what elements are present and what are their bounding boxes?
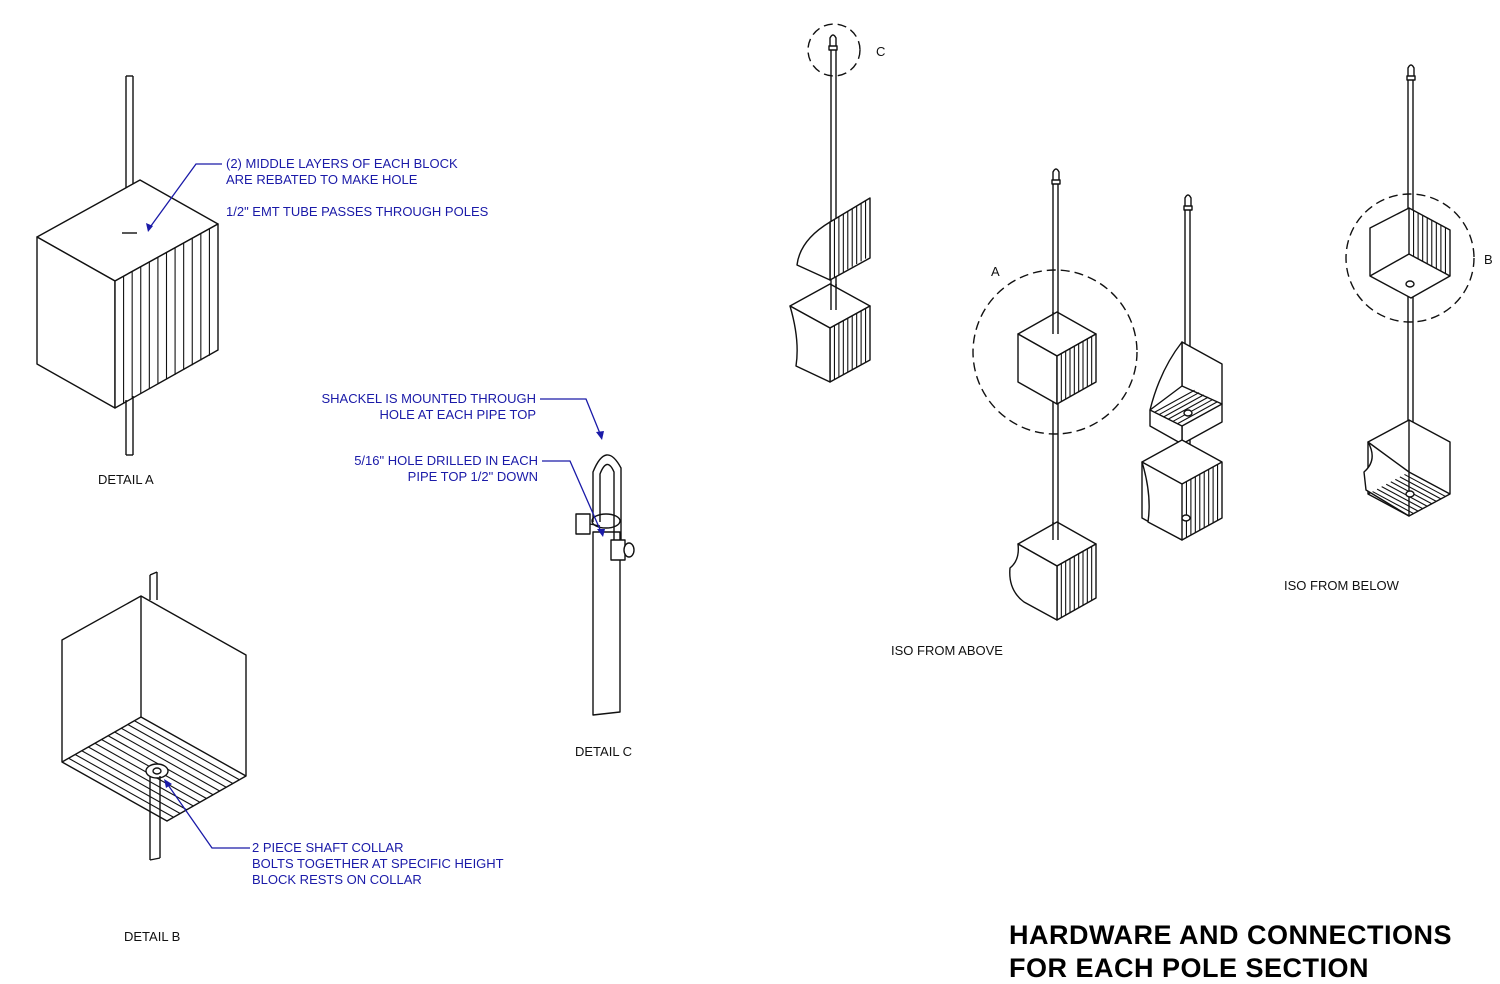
note-a-line1: (2) MIDDLE LAYERS OF EACH BLOCK [226,156,458,171]
note-c-line2: HOLE AT EACH PIPE TOP [379,407,536,422]
iso-from-below-label: ISO FROM BELOW [1284,578,1399,593]
detail-a-leader [146,163,222,232]
detail-c-label: DETAIL C [575,744,633,759]
detail-b-leader [164,779,250,849]
detail-a-label: DETAIL A [98,472,154,487]
title-line2: FOR EACH POLE SECTION [1009,953,1370,983]
note-b-line3: BLOCK RESTS ON COLLAR [252,872,422,887]
callout-b: B [1484,252,1493,267]
detail-c-leaders [540,398,605,537]
note-b-line1: 2 PIECE SHAFT COLLAR [252,840,404,855]
detail-b-label: DETAIL B [124,929,181,944]
callout-c: C [876,44,886,59]
detail-c-pipe [575,454,635,716]
note-b-line2: BOLTS TOGETHER AT SPECIFIC HEIGHT [252,856,504,871]
note-c-line3: 5/16" HOLE DRILLED IN EACH [354,453,538,468]
note-a-line3: 1/2" EMT TUBE PASSES THROUGH POLES [226,204,489,219]
iso-pole-3 [1141,194,1223,541]
iso-pole-2 [972,168,1138,621]
title-line1: HARDWARE AND CONNECTIONS [1009,920,1452,950]
note-c-line1: SHACKEL IS MOUNTED THROUGH [321,391,536,406]
iso-from-above-label: ISO FROM ABOVE [891,643,1003,658]
note-c-line4: PIPE TOP 1/2" DOWN [407,469,538,484]
iso-pole-4 [1345,64,1475,517]
callout-a: A [991,264,1000,279]
note-a-line2: ARE REBATED TO MAKE HOLE [226,172,418,187]
detail-b-block [61,571,247,861]
iso-pole-1 [789,23,871,383]
detail-a-block [36,75,219,456]
